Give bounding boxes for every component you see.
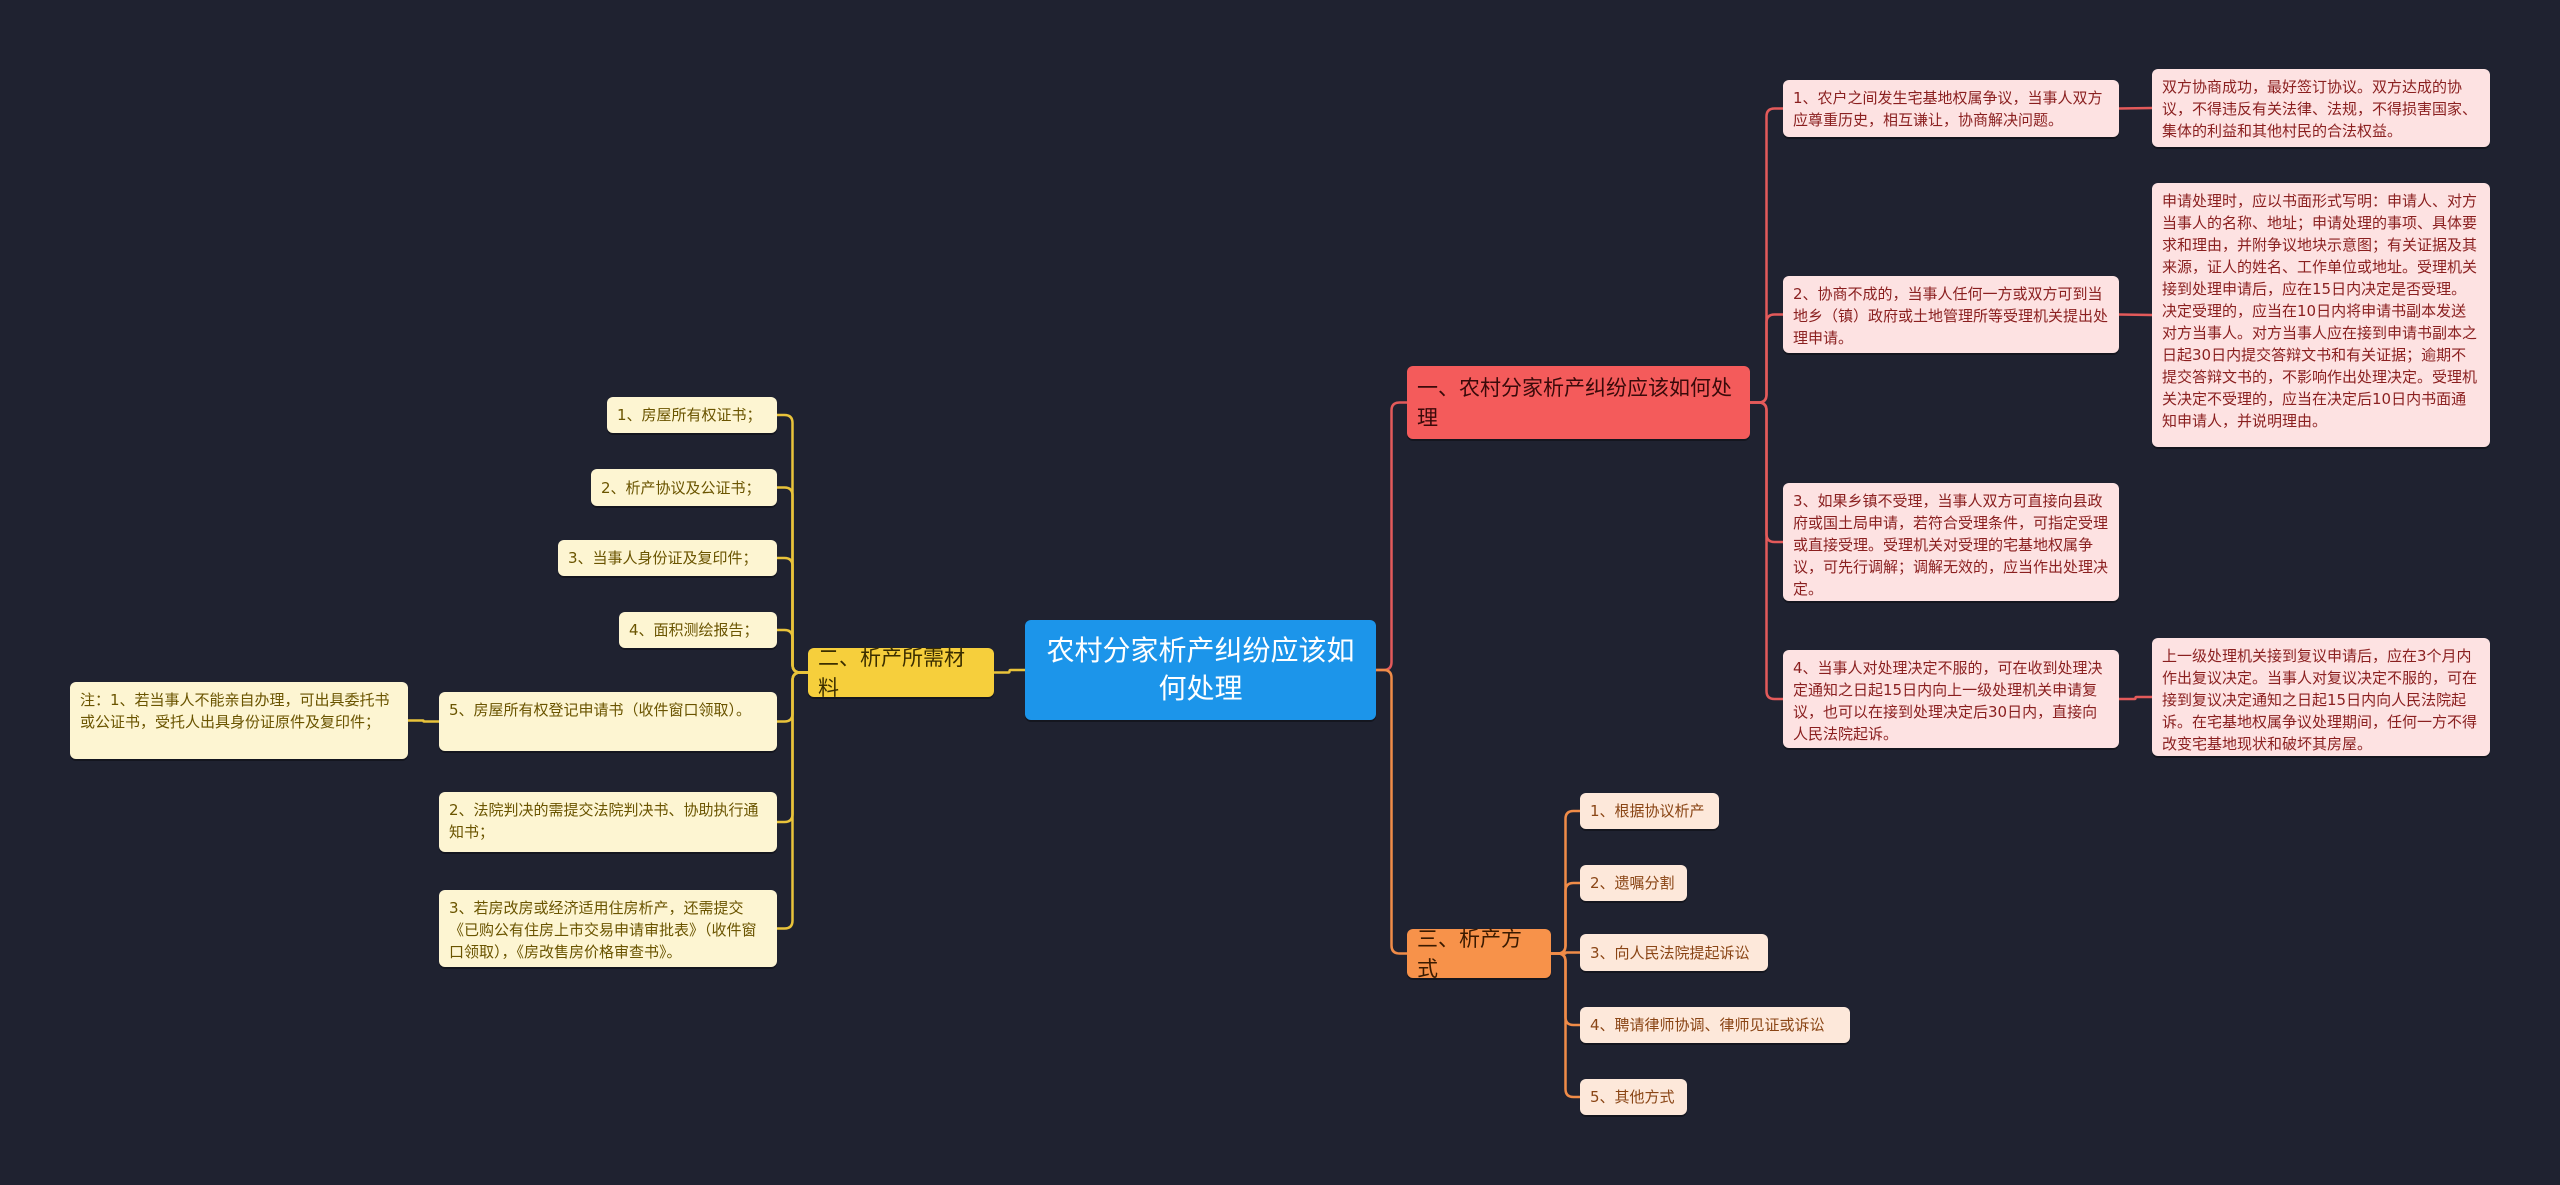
method-item-4[interactable]: 4、聘请律师协调、律师见证或诉讼 xyxy=(1580,1007,1850,1043)
branch-required-materials[interactable]: 二、析产所需材料 xyxy=(808,646,994,700)
material-item-4[interactable]: 4、面积测绘报告； xyxy=(619,612,777,648)
connector-r4-r4d xyxy=(2119,695,2152,701)
branch-dispute-handling[interactable]: 一、农村分家析产纠纷应该如何处理 xyxy=(1407,366,1750,439)
connector-b3-o2 xyxy=(1551,881,1580,955)
dispute-step-2[interactable]: 2、协商不成的，当事人任何一方或双方可到当地乡（镇）政府或土地管理所等受理机关提… xyxy=(1783,276,2119,353)
connector-b3-o3 xyxy=(1551,951,1580,955)
connector-b1-r2 xyxy=(1750,313,1783,404)
method-item-1[interactable]: 1、根据协议析产 xyxy=(1580,793,1719,829)
method-item-2[interactable]: 2、遗嘱分割 xyxy=(1580,865,1687,901)
method-item-5[interactable]: 5、其他方式 xyxy=(1580,1079,1687,1115)
material-item-1[interactable]: 1、房屋所有权证书； xyxy=(607,397,777,433)
connector-b1-r4 xyxy=(1750,401,1783,701)
connector-b3-o5 xyxy=(1551,952,1580,1099)
dispute-step-2-detail[interactable]: 申请处理时，应以书面形式写明：申请人、对方当事人的名称、地址；申请处理的事项、具… xyxy=(2152,183,2490,447)
material-note[interactable]: 注：1、若当事人不能亲自办理，可出具委托书或公证书，受托人出具身份证原件及复印件… xyxy=(70,682,408,759)
material-housing-reform[interactable]: 3、若房改房或经济适用住房析产，还需提交《已购公有住房上市交易申请审批表》（收件… xyxy=(439,890,777,967)
material-item-2[interactable]: 2、析产协议及公证书； xyxy=(591,469,777,506)
dispute-step-3[interactable]: 3、如果乡镇不受理，当事人双方可直接向县政府或国土局申请，若符合受理条件，可指定… xyxy=(1783,483,2119,601)
connector-r1-r1d xyxy=(2118,106,2153,110)
root-topic[interactable]: 农村分家析产纠纷应该如何处理 xyxy=(1025,620,1376,720)
dispute-step-4-detail[interactable]: 上一级处理机关接到复议申请后，应在3个月内作出复议决定。当事人对复议决定不服的，… xyxy=(2152,638,2490,756)
dispute-step-1-detail[interactable]: 双方协商成功，最好签订协议。双方达成的协议，不得违反有关法律、法规，不得损害国家… xyxy=(2152,69,2490,147)
connector-root-b3 xyxy=(1376,668,1407,955)
connector-r2-r2d xyxy=(2118,313,2153,317)
connector-root-b1 xyxy=(1376,401,1407,672)
method-item-3[interactable]: 3、向人民法院提起诉讼 xyxy=(1580,934,1768,971)
dispute-step-1[interactable]: 1、农户之间发生宅基地权属争议，当事人双方应尊重历史，相互谦让，协商解决问题。 xyxy=(1783,80,2119,137)
connector-y5-yn xyxy=(408,719,439,723)
root-topic-label: 农村分家析产纠纷应该如何处理 xyxy=(1046,634,1355,705)
dispute-step-4[interactable]: 4、当事人对处理决定不服的，可在收到处理决定通知之日起15日内向上一级处理机关申… xyxy=(1783,650,2119,748)
material-item-5[interactable]: 5、房屋所有权登记申请书（收件窗口领取）。 xyxy=(439,692,777,751)
connector-b2-y7 xyxy=(777,671,808,930)
connector-b2-y4 xyxy=(777,628,808,674)
material-item-3[interactable]: 3、当事人身份证及复印件； xyxy=(558,540,777,576)
connector-root-b2 xyxy=(994,668,1025,674)
material-court-judgment[interactable]: 2、法院判决的需提交法院判决书、协助执行通知书； xyxy=(439,792,777,852)
branch-partition-methods[interactable]: 三、析产方式 xyxy=(1407,927,1551,981)
